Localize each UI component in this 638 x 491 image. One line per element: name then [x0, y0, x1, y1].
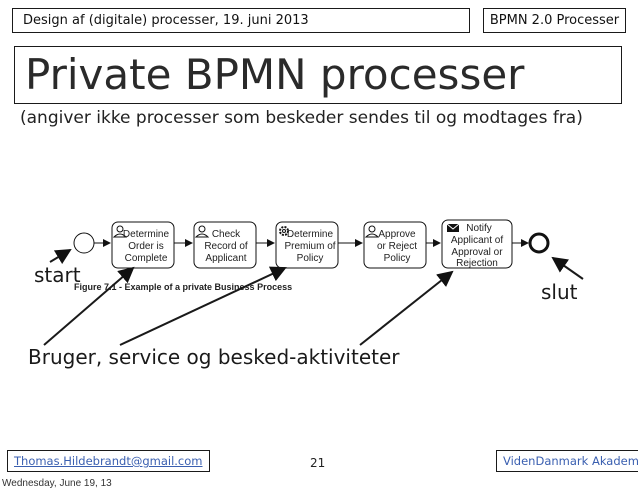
- task-line: Notify: [466, 223, 492, 234]
- svg-text:Record of: Record of: [204, 241, 248, 252]
- svg-text:Determine: Determine: [123, 229, 170, 240]
- svg-text:Premium of: Premium of: [284, 241, 335, 252]
- activities-annotation: Bruger, service og besked-aktiviteter: [28, 345, 400, 369]
- svg-text:or Reject: or Reject: [377, 241, 417, 252]
- svg-text:Notify: Notify: [466, 223, 492, 234]
- task-line: Order is: [128, 241, 164, 252]
- task-notify-applicant: Notify Applicant of Approval or Rejectio…: [441, 219, 513, 269]
- svg-text:Check: Check: [212, 229, 241, 240]
- figure-caption: Figure 7.1 - Example of a private Busine…: [74, 282, 292, 292]
- svg-text:Approval or: Approval or: [451, 247, 503, 258]
- task-line: Rejection: [456, 258, 498, 269]
- task-check-record: Check Record of Applicant: [193, 221, 257, 269]
- svg-text:Complete: Complete: [125, 253, 168, 264]
- end-event: [528, 232, 550, 254]
- svg-text:Order is: Order is: [128, 241, 164, 252]
- slide-subtitle: (angiver ikke processer som beskeder sen…: [20, 108, 583, 128]
- user-icon: [364, 225, 380, 238]
- task-approve-reject: Approve or Reject Policy: [363, 221, 427, 269]
- bpmn-diagram: Determine Order is Complete Check Record…: [28, 219, 584, 369]
- task-line: Applicant of: [451, 235, 503, 246]
- svg-text:Approve: Approve: [378, 229, 416, 240]
- end-label: slut: [541, 280, 578, 304]
- task-determine-order: Determine Order is Complete: [111, 221, 175, 269]
- footer-organization: VidenDanmark Akademi: [496, 450, 638, 472]
- slide-title: Private BPMN processer: [14, 46, 622, 104]
- task-line: Policy: [297, 253, 324, 264]
- gear-icon: [279, 226, 289, 236]
- user-icon: [194, 225, 210, 238]
- header-right: BPMN 2.0 Processer: [483, 8, 626, 33]
- envelope-icon: [446, 223, 460, 232]
- task-line: Complete: [125, 253, 168, 264]
- annotation-arrows: [43, 248, 584, 346]
- page-number: 21: [310, 456, 326, 470]
- task-line: Record of: [204, 241, 248, 252]
- task-determine-premium: Determine Premium of Policy: [275, 221, 339, 269]
- task-line: Check: [212, 229, 241, 240]
- task-line: Approve: [378, 229, 416, 240]
- svg-text:Rejection: Rejection: [456, 258, 498, 269]
- task-line: Premium of: [284, 241, 335, 252]
- task-line: Applicant: [205, 253, 246, 264]
- svg-text:Policy: Policy: [384, 253, 411, 264]
- svg-text:Determine: Determine: [287, 229, 334, 240]
- svg-text:Policy: Policy: [297, 253, 324, 264]
- task-line: Determine: [287, 229, 334, 240]
- task-line: Approval or: [451, 247, 503, 258]
- svg-text:Applicant: Applicant: [205, 253, 246, 264]
- footer-email[interactable]: Thomas.Hildebrandt@gmail.com: [7, 450, 210, 472]
- start-label: start: [34, 263, 81, 287]
- slide: Design af (digitale) processer, 19. juni…: [7, 8, 638, 472]
- task-line: Determine: [123, 229, 170, 240]
- svg-text:Applicant of: Applicant of: [451, 235, 503, 246]
- user-icon: [112, 225, 128, 238]
- start-event: [73, 232, 95, 254]
- date-stamp: Wednesday, June 19, 13: [2, 478, 112, 489]
- header-left: Design af (digitale) processer, 19. juni…: [12, 8, 470, 33]
- task-line: or Reject: [377, 241, 417, 252]
- task-line: Policy: [384, 253, 411, 264]
